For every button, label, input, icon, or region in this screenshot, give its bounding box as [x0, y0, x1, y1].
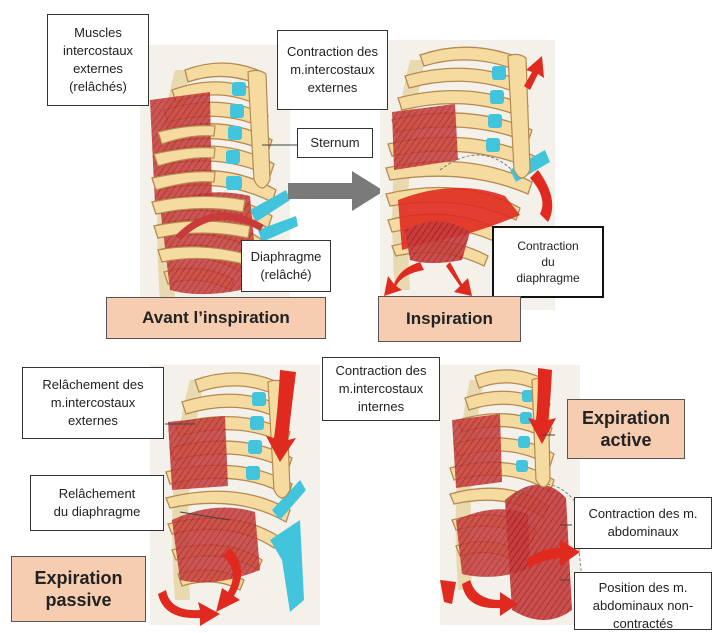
label-sternum: Sternum	[297, 128, 373, 158]
title-inspiration: Inspiration	[378, 296, 521, 342]
title-active-expiration: Expiration active	[567, 399, 685, 459]
label-internal-intercostal-contraction: Contraction des m.intercostaux internes	[322, 357, 440, 421]
label-muscles-relaxed: Muscles intercostaux externes (relâchés)	[47, 14, 149, 106]
label-diaphragm-contraction: Contraction du diaphragme	[492, 226, 604, 298]
title-before-inspiration: Avant l’inspiration	[106, 297, 326, 339]
label-intercostal-release: Relâchement des m.intercostaux externes	[22, 367, 164, 439]
ribcage-active	[440, 365, 584, 625]
label-abdominal-position: Position des m. abdominaux non- contract…	[574, 572, 712, 630]
label-intercostal-contraction: Contraction des m.intercostaux externes	[277, 30, 388, 110]
ribcage-passive	[150, 365, 320, 626]
title-passive-expiration: Expiration passive	[11, 556, 146, 622]
transition-arrow	[288, 171, 384, 211]
label-abdominal-contraction: Contraction des m. abdominaux	[574, 497, 712, 549]
label-diaphragm-relaxed: Diaphragme (relâché)	[241, 240, 331, 292]
label-diaphragm-release: Relâchement du diaphragme	[30, 475, 164, 531]
